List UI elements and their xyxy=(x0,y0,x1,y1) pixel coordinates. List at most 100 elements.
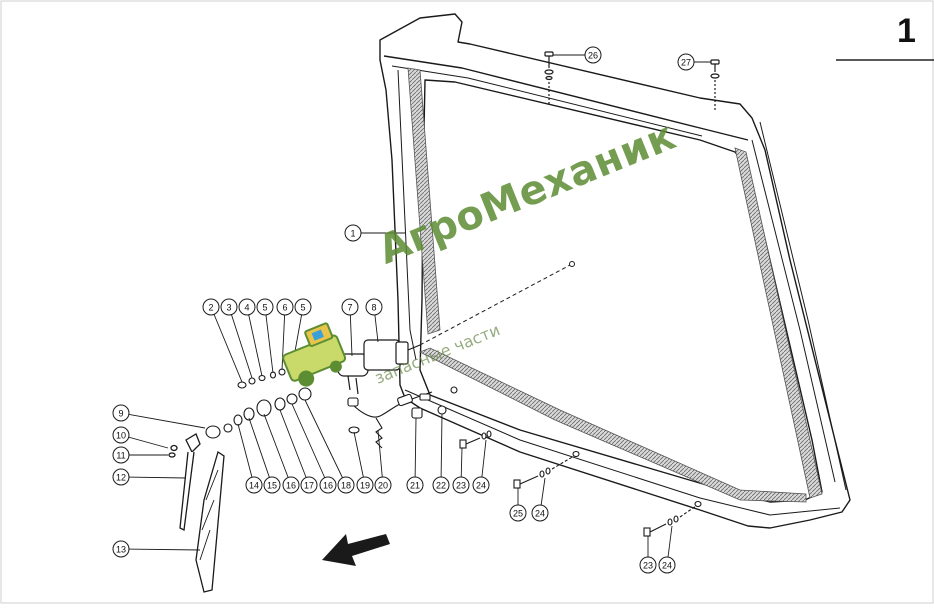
callout-number: 3 xyxy=(226,303,231,313)
bolt-26 xyxy=(544,51,554,104)
callout-circle xyxy=(452,476,470,494)
callout-24: 24 xyxy=(658,556,676,574)
callout-leader xyxy=(120,412,206,429)
bolt-25 xyxy=(513,450,580,489)
callout-circle xyxy=(337,476,355,494)
callout-leader xyxy=(353,431,366,486)
callout-number: 24 xyxy=(476,481,486,491)
windshield-frame xyxy=(379,13,851,529)
callout-circle xyxy=(112,404,130,422)
callout-11: 11 xyxy=(112,446,130,464)
callout-circle xyxy=(256,298,274,316)
wiring-harness xyxy=(347,386,458,449)
callout-circle xyxy=(263,476,281,494)
callout-5: 5 xyxy=(256,298,274,316)
callout-23: 23 xyxy=(452,476,470,494)
callout-leader xyxy=(304,399,347,486)
callout-21: 21 xyxy=(406,476,424,494)
callout-number: 8 xyxy=(371,303,376,313)
callout-number: 15 xyxy=(267,481,277,491)
callout-27: 27 xyxy=(677,53,695,71)
callout-number: 25 xyxy=(513,509,523,519)
callout-1: 1 xyxy=(344,224,362,242)
callout-17: 17 xyxy=(300,476,318,494)
callout-number: 9 xyxy=(118,409,123,419)
bolt-27 xyxy=(710,59,720,112)
callout-number: 14 xyxy=(249,481,259,491)
callout-20: 20 xyxy=(374,476,392,494)
callout-circle xyxy=(374,476,392,494)
callout-leader xyxy=(248,417,273,486)
wiper-arm xyxy=(168,433,201,531)
callout-number: 24 xyxy=(662,561,672,571)
callout-16: 16 xyxy=(282,476,300,494)
callout-leader xyxy=(291,403,329,486)
callout-number: 4 xyxy=(244,303,249,313)
callout-19: 19 xyxy=(356,476,374,494)
spindle-axis xyxy=(419,263,573,346)
callout-circle xyxy=(432,476,450,494)
callout-25: 25 xyxy=(509,504,527,522)
callout-circle xyxy=(238,298,256,316)
callout-circle xyxy=(639,556,657,574)
callout-number: 27 xyxy=(681,58,691,68)
callout-number: 17 xyxy=(304,481,314,491)
callout-number: 7 xyxy=(347,303,352,313)
callout-number: 16 xyxy=(286,481,296,491)
callout-number: 5 xyxy=(300,303,305,313)
callout-circle xyxy=(509,504,527,522)
callout-number: 23 xyxy=(643,561,653,571)
callout-number: 19 xyxy=(360,481,370,491)
callout-circle xyxy=(406,476,424,494)
spindle-hole xyxy=(569,261,575,267)
callout-number: 21 xyxy=(410,481,420,491)
callout-24: 24 xyxy=(531,504,549,522)
glass-seal-strip xyxy=(407,67,823,503)
callout-leader xyxy=(263,413,292,486)
callout-circle xyxy=(112,540,130,558)
callout-2: 2 xyxy=(202,298,220,316)
callout-circle xyxy=(112,446,130,464)
callout-circle xyxy=(356,476,374,494)
callout-circle xyxy=(294,298,312,316)
wiper-motor xyxy=(337,339,421,395)
callout-leader xyxy=(414,417,417,486)
callout-leader xyxy=(120,476,187,479)
callout-leader xyxy=(264,306,274,374)
callout-8: 8 xyxy=(365,298,383,316)
callout-circle xyxy=(658,556,676,574)
callout-number: 18 xyxy=(341,481,351,491)
callout-9: 9 xyxy=(112,404,130,422)
callout-circle xyxy=(472,476,490,494)
callout-13: 13 xyxy=(112,540,130,558)
callout-leader xyxy=(377,429,384,486)
callout-number: 20 xyxy=(378,481,388,491)
callout-circle xyxy=(282,476,300,494)
callout-22: 22 xyxy=(432,476,450,494)
callout-circle xyxy=(531,504,549,522)
callout-16: 16 xyxy=(319,476,337,494)
callout-leader xyxy=(237,423,255,486)
callout-number: 5 xyxy=(262,303,267,313)
callout-circle xyxy=(220,298,238,316)
callout-number: 1 xyxy=(350,229,355,239)
callout-number: 16 xyxy=(323,481,333,491)
callout-number: 24 xyxy=(535,509,545,519)
callout-15: 15 xyxy=(263,476,281,494)
callout-3: 3 xyxy=(220,298,238,316)
callout-number: 22 xyxy=(436,481,446,491)
callout-circle xyxy=(677,53,695,71)
page-number: 1 xyxy=(897,12,916,50)
callout-circle xyxy=(276,298,294,316)
callout-leader xyxy=(246,306,263,377)
callout-circle xyxy=(112,468,130,486)
callout-number: 26 xyxy=(588,51,598,61)
callout-leader xyxy=(210,306,243,383)
callout-leader xyxy=(120,548,201,551)
bolt-23-lower xyxy=(643,500,702,537)
bolt-23-upper xyxy=(459,430,492,449)
callout-14: 14 xyxy=(245,476,263,494)
